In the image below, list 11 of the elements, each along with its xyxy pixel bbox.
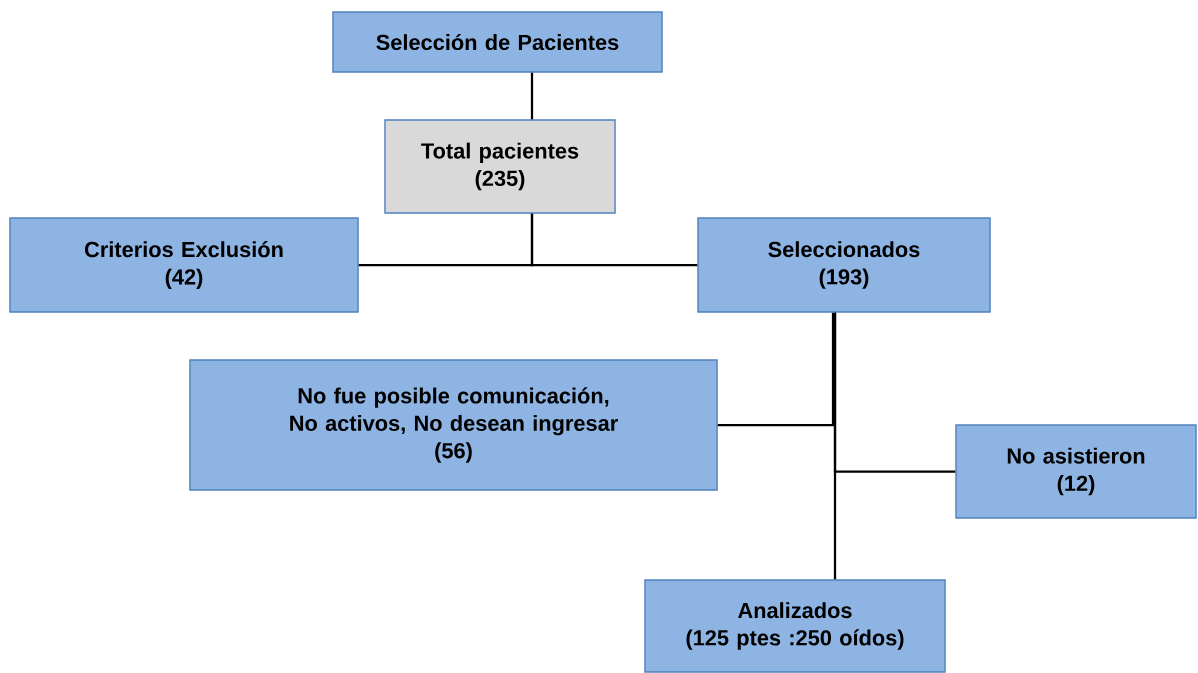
process-box: Selección de Pacientes: [332, 11, 663, 73]
connector-line: [833, 312, 837, 580]
process-box: Analizados (125 ptes :250 oídos): [644, 579, 946, 673]
process-box: Seleccionados (193): [697, 217, 991, 313]
process-box: No fue posible comunicación, No activos, No desean ingresar (56): [189, 359, 718, 491]
process-box: Criterios Exclusión (42): [9, 217, 359, 313]
process-box: No asistieron (12): [955, 424, 1197, 519]
connector-line: [530, 72, 534, 120]
process-box: Total pacientes (235): [384, 119, 616, 214]
connector-line: [530, 213, 698, 267]
connector-line: [717, 312, 835, 427]
